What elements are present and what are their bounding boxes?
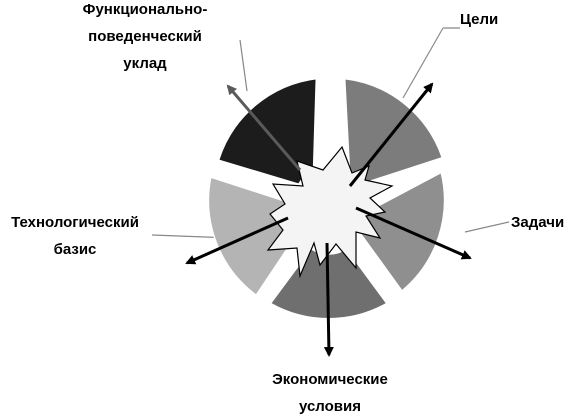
leader-func [239,39,248,92]
label-tech-line-1: Технологический [11,214,139,231]
label-tasks: Задачи [511,209,564,236]
label-technological-basis: Технологический базис [0,209,150,263]
label-econ-line-1: Экономические [272,371,388,388]
leader-goals [402,27,444,99]
label-tasks-line-1: Задачи [511,214,565,231]
arrow-tasks [355,206,472,260]
label-func-line-2: поведенческий [88,28,202,45]
label-goals: Цели [460,6,498,33]
label-econ-line-2: условия [299,398,361,415]
arrow-econ [323,242,334,357]
arrow-goals [348,82,434,187]
leader-tasks [464,221,510,233]
center-star [266,145,394,279]
label-economic-conditions: Экономические условия [250,366,410,420]
label-tech-line-2: базис [53,241,97,258]
arrow-tech [185,216,289,265]
label-func-line-3: уклад [123,55,167,72]
label-func-line-1: Функционально- [82,1,208,18]
label-goals-line-1: Цели [460,11,499,28]
label-functional-behavioral: Функционально- поведенческий уклад [60,0,230,77]
arrow-func [226,84,302,171]
